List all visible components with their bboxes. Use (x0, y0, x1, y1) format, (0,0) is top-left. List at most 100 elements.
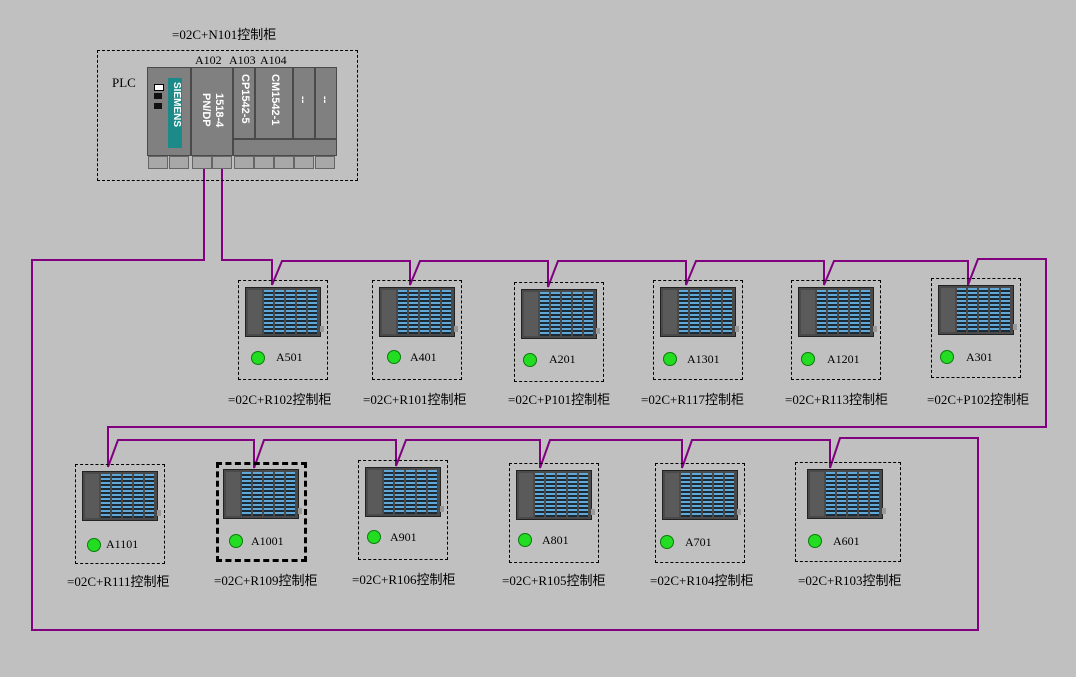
io-station[interactable]: A201 (514, 282, 604, 382)
rack-io-module (409, 290, 418, 334)
rack-io-module (584, 292, 593, 336)
rack-interface-module (85, 474, 99, 518)
rack-io-module (308, 290, 317, 334)
plc-label: PLC (112, 75, 136, 90)
rack-interface-module (524, 292, 538, 336)
plc-empty-slot-module[interactable]: -- (293, 67, 315, 139)
io-station[interactable]: A301 (931, 278, 1021, 378)
io-station[interactable]: A601 (795, 462, 901, 562)
rack-io-module (442, 290, 451, 334)
rack-io-module (968, 288, 977, 332)
io-station[interactable]: A401 (372, 280, 462, 380)
rack-interface-module (368, 470, 382, 514)
rack-end-cap (882, 508, 886, 514)
station-cabinet-label: =02C+R101控制柜 (363, 392, 467, 407)
rack-io-module (420, 290, 429, 334)
station-frame (655, 463, 745, 563)
plc-port-slot (148, 156, 168, 169)
station-id: A1201 (827, 352, 860, 366)
rack-io-module (714, 473, 723, 517)
io-station[interactable]: A1101 (75, 464, 165, 564)
et200-rack-icon (807, 469, 886, 519)
station-frame (509, 463, 599, 563)
status-led-icon (367, 530, 381, 544)
plc-port-slot (315, 156, 335, 169)
rack-io-module (286, 472, 295, 516)
station-frame (653, 280, 743, 380)
io-station[interactable]: A901 (358, 460, 448, 560)
rack-end-cap (298, 508, 302, 514)
io-station[interactable]: A701 (655, 463, 745, 563)
rack-io-module (568, 473, 577, 517)
rack-io-module (112, 474, 121, 518)
io-station[interactable]: A1201 (791, 280, 881, 380)
status-led-icon (251, 351, 265, 365)
station-id: A201 (549, 352, 576, 366)
et200-rack-icon (365, 467, 444, 517)
rack-io-module (275, 290, 284, 334)
status-led-icon (663, 352, 677, 366)
rack-interface-module (810, 472, 824, 516)
rack-io-module (264, 472, 273, 516)
plc-cm1542-module[interactable]: CM1542-1 (255, 67, 293, 139)
et200-rack-icon (223, 469, 302, 519)
cpu-model-line2: PN/DP (200, 93, 212, 127)
rack-io-module (979, 288, 988, 332)
plc-port-slot (254, 156, 274, 169)
siemens-logo-plate: SIEMENS (168, 78, 182, 148)
rack-io-module (826, 472, 835, 516)
station-id: A301 (966, 350, 993, 364)
rack-io-module (557, 473, 566, 517)
rack-io-module (275, 472, 284, 516)
status-led-icon (229, 534, 243, 548)
station-id: A1001 (251, 534, 284, 548)
rack-io-module (535, 473, 544, 517)
empty-slot-label: -- (319, 96, 331, 104)
plc-profinet-port-1[interactable] (192, 156, 212, 169)
plc-empty-slot-module[interactable]: -- (315, 67, 337, 139)
station-frame (75, 464, 165, 564)
io-station-selected[interactable]: A1001 (216, 462, 307, 562)
rack-end-cap (320, 326, 324, 332)
station-cabinet-label: =02C+R106控制柜 (352, 572, 456, 587)
et200-rack-icon (516, 470, 595, 520)
rack-io-module (384, 470, 393, 514)
status-led-icon (87, 538, 101, 552)
et200-rack-icon (245, 287, 324, 337)
station-id: A601 (833, 534, 860, 548)
rack-io-module (859, 472, 868, 516)
rack-io-module (145, 474, 154, 518)
rack-io-module (551, 292, 560, 336)
rack-io-module (540, 292, 549, 336)
rack-io-module (546, 473, 555, 517)
rack-end-cap (873, 326, 877, 332)
plc-cpu-module[interactable]: 1518-4 PN/DP (191, 67, 233, 156)
rack-io-module (406, 470, 415, 514)
rack-end-cap (1013, 324, 1017, 330)
station-frame (372, 280, 462, 380)
rack-io-module (723, 290, 732, 334)
rack-io-module (428, 470, 437, 514)
rack-io-module (573, 292, 582, 336)
io-station[interactable]: A501 (238, 280, 328, 380)
et200-rack-icon (660, 287, 739, 337)
plc-cabinet-frame (97, 50, 358, 181)
rack-io-module (837, 472, 846, 516)
station-frame (795, 462, 901, 562)
rack-io-module (242, 472, 251, 516)
rack-io-module (562, 292, 571, 336)
rack-io-module (870, 472, 879, 516)
rack-end-cap (440, 506, 444, 512)
plc-profinet-port-2[interactable] (212, 156, 232, 169)
rack-io-module (850, 290, 859, 334)
et200-rack-icon (82, 471, 161, 521)
et200-rack-icon (662, 470, 741, 520)
rack-io-module (398, 290, 407, 334)
io-station[interactable]: A1301 (653, 280, 743, 380)
io-station[interactable]: A801 (509, 463, 599, 563)
plc-power-supply-module[interactable]: SIEMENS (147, 67, 191, 156)
plc-cp1542-module[interactable]: CP1542-5 (233, 67, 255, 139)
station-id: A401 (410, 350, 437, 364)
rack-end-cap (157, 510, 161, 516)
rack-io-module (431, 290, 440, 334)
